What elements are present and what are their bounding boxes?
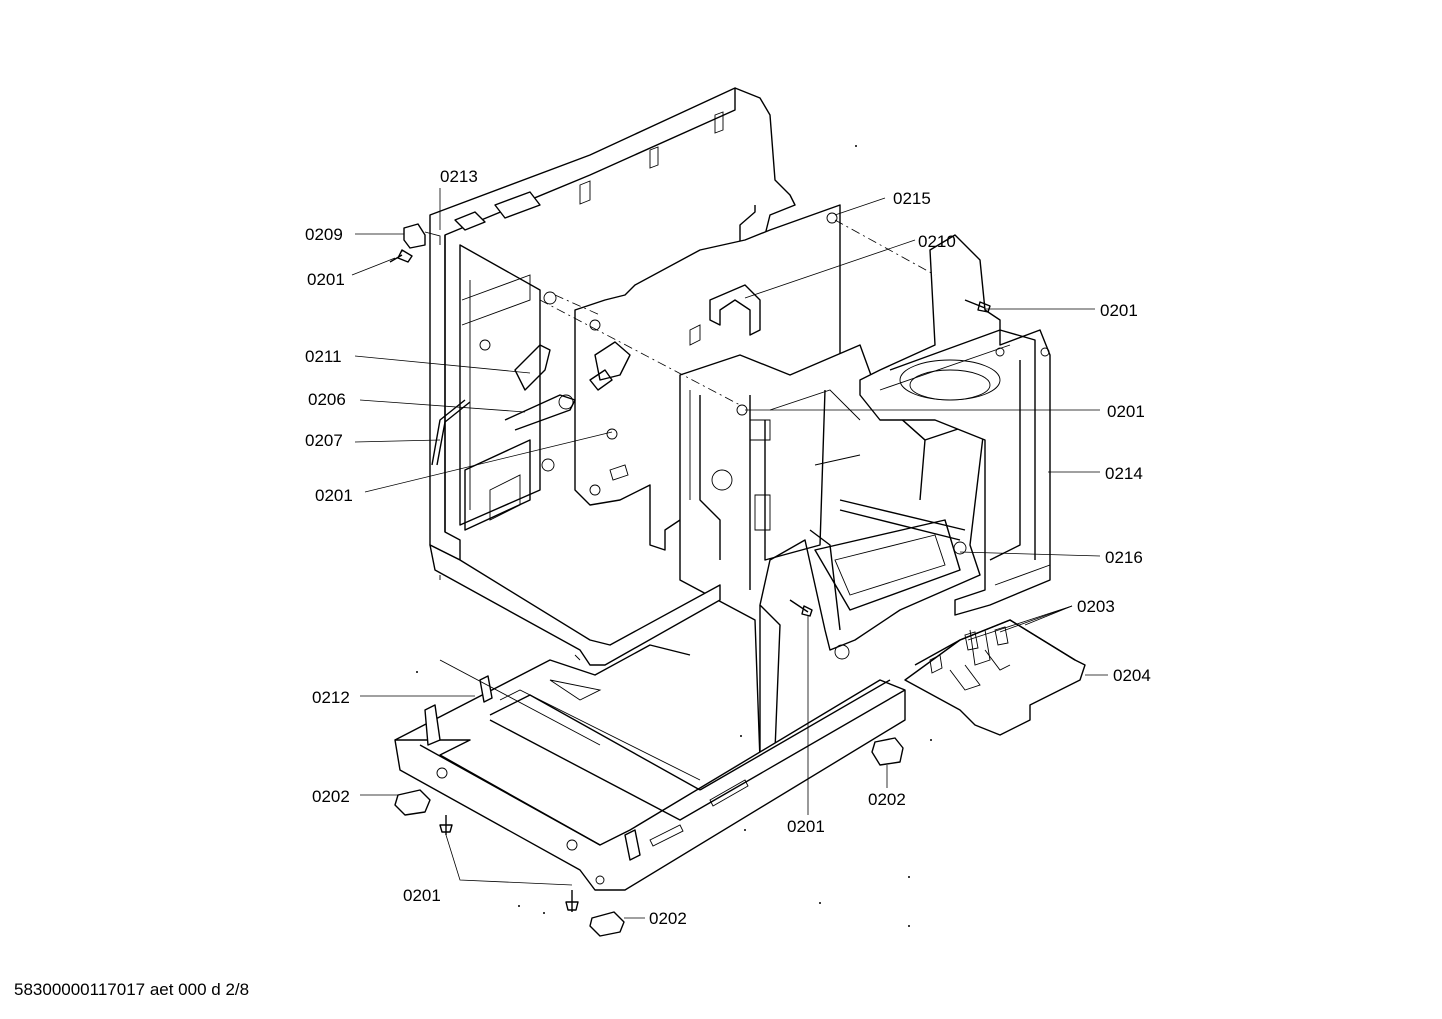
callout-0201-left: 0201 <box>315 486 353 505</box>
screw-0201-top-right <box>964 299 991 313</box>
callout-0204: 0204 <box>1113 666 1151 685</box>
specks <box>416 145 932 927</box>
foot-0202-bottom <box>589 911 625 937</box>
callout-0203: 0203 <box>1077 597 1115 616</box>
screw-0201-lower <box>789 599 813 617</box>
bottom-tray <box>429 544 721 666</box>
lever-0211 <box>514 344 551 391</box>
screw-0201-base-left <box>439 815 453 835</box>
foot-0202-right <box>871 737 904 766</box>
callout-0207: 0207 <box>305 431 343 450</box>
callout-0212: 0212 <box>312 688 350 707</box>
document-id: 58300000117017 aet 000 d 2/8 <box>14 980 250 999</box>
clip-0209 <box>403 223 426 249</box>
callout-0209: 0209 <box>305 225 343 244</box>
callout-0206: 0206 <box>308 390 346 409</box>
callout-0214: 0214 <box>1105 464 1143 483</box>
callout-0210: 0210 <box>918 232 956 251</box>
left-frame-0213 <box>429 87 796 561</box>
assembly-lines <box>539 219 936 406</box>
spring-0206 <box>504 394 576 431</box>
callout-0202-bottom: 0202 <box>649 909 687 928</box>
leader-lines <box>351 188 1108 919</box>
callout-0211: 0211 <box>305 347 342 366</box>
base-frame-0212 <box>394 644 906 891</box>
callout-0201-centre: 0201 <box>1107 402 1145 421</box>
callout-0215: 0215 <box>893 189 931 208</box>
small-parts <box>389 223 1009 937</box>
screw-0201-base-bottom <box>565 890 579 912</box>
foot-0202-left <box>394 789 431 816</box>
callout-0213: 0213 <box>440 167 478 186</box>
callout-0201-base: 0201 <box>403 886 441 905</box>
side-cover-0204 <box>904 619 1086 736</box>
front-centre-frame <box>679 344 986 761</box>
callout-0201-lower: 0201 <box>787 817 825 836</box>
callout-0202-right: 0202 <box>868 790 906 809</box>
callout-labels: 0213 0209 0201 0215 0210 0201 0211 0206 … <box>305 167 1151 928</box>
callout-0202-left: 0202 <box>312 787 350 806</box>
callout-0216: 0216 <box>1105 548 1143 567</box>
right-housing-0214 <box>859 234 1051 616</box>
callout-0201-top-right: 0201 <box>1100 301 1138 320</box>
callout-0201-top-left: 0201 <box>307 270 345 289</box>
screw-0201-top-left <box>389 249 413 263</box>
